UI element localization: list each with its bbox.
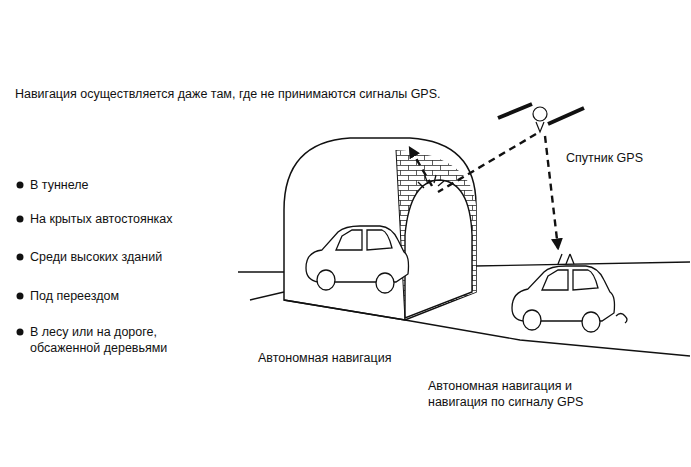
bullet-text: В туннеле xyxy=(30,177,250,193)
caption-label: Автономная навигация и навигация по сигн… xyxy=(428,378,606,410)
bullet-dots xyxy=(17,182,24,336)
car-in-tunnel xyxy=(306,226,409,293)
car-on-road xyxy=(512,254,627,332)
bullet-text: В лесу или на дороге, обсаженной деревья… xyxy=(30,324,190,356)
satellite-label: Спутник GPS xyxy=(566,150,686,166)
bullet-text: Под переездом xyxy=(30,288,230,304)
title-text: Навигация осуществляется даже там, где н… xyxy=(15,86,480,102)
bullet-text: На крытых автостоянках xyxy=(30,211,250,227)
signal-block xyxy=(418,175,444,188)
gps-satellite xyxy=(498,104,584,132)
gps-signal xyxy=(410,134,558,248)
tunnel xyxy=(284,138,476,320)
bullet-text: Среди высоких зданий xyxy=(30,249,250,265)
caption-label: Автономная навигация xyxy=(258,350,458,366)
